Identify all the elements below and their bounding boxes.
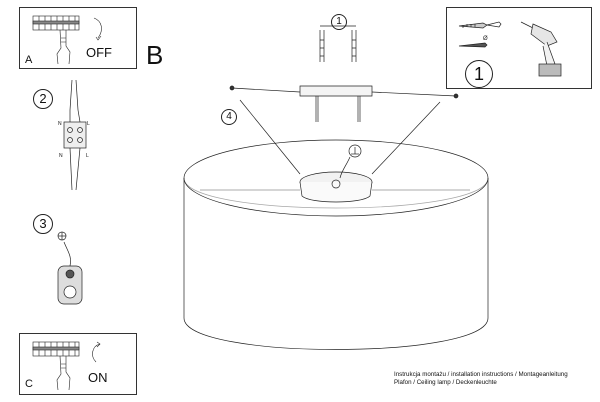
switch-on-icon [32, 341, 101, 391]
callout-3: 3 [33, 214, 53, 234]
tools-step-number: 1 [465, 60, 493, 88]
switch-off-label: OFF [86, 45, 112, 60]
screws-plugs-icon [319, 25, 357, 62]
wire-label-l-bottom: L [86, 153, 89, 159]
callout-2: 2 [33, 89, 53, 109]
step-a-letter: A [25, 54, 33, 66]
callout-4: 4 [221, 109, 237, 125]
step-b-letter: B [146, 40, 164, 70]
step-a-panel: A OFF [19, 7, 137, 69]
callout-1: 1 [331, 14, 347, 30]
mounting-bracket-icon [299, 85, 373, 122]
tools-panel: Ø 1 [446, 7, 592, 89]
terminal-block-icon [63, 79, 87, 191]
wire-label-n-bottom: N [59, 153, 63, 159]
footer-text: Instrukcja montażu / installation instru… [394, 371, 594, 387]
svg-text:Ø: Ø [483, 36, 488, 42]
switch-off-icon [32, 15, 102, 65]
step-c-panel: C ON [19, 333, 137, 395]
ring-terminal-icon [57, 231, 83, 305]
wall-plug-icon: Ø [458, 21, 502, 48]
switch-on-label: ON [88, 370, 108, 385]
wire-label-l-top: L [87, 121, 90, 127]
drill-icon [520, 21, 562, 77]
step-c-letter: C [25, 378, 33, 390]
wire-label-n-top: N [58, 121, 62, 127]
footer-line-2: Plafon / Ceiling lamp / Deckenleuchte [394, 379, 497, 386]
footer-line-1: Instrukcja montażu / installation instru… [394, 371, 568, 378]
